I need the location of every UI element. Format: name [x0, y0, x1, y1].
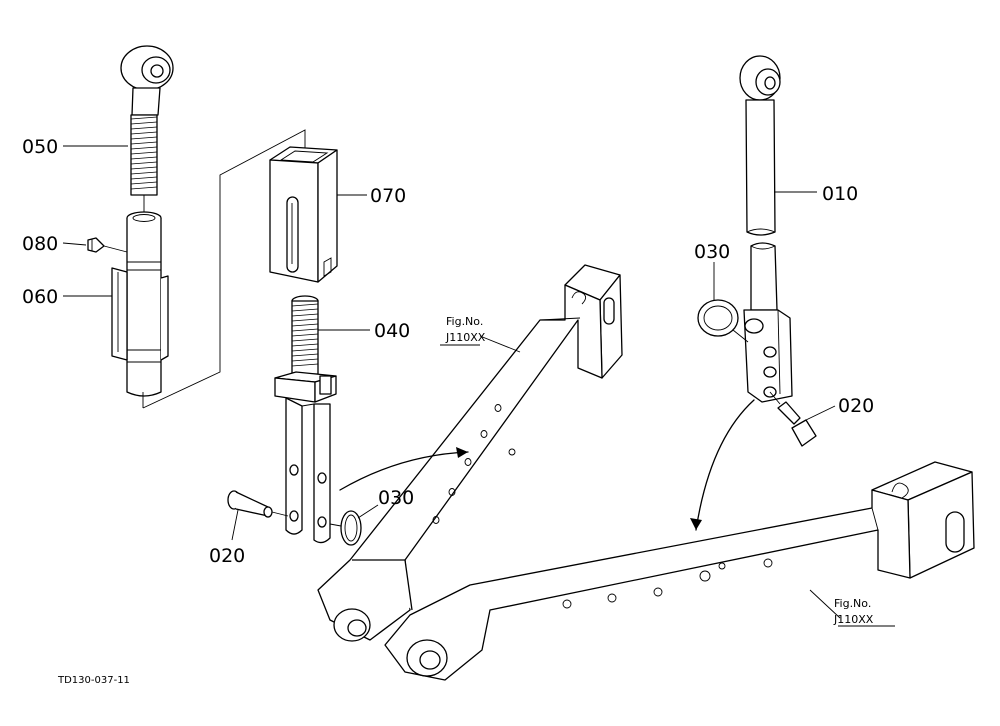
- callout-020-right: 020: [838, 395, 874, 417]
- callout-040: 040: [374, 320, 410, 342]
- snap-ring-030-left: [329, 510, 362, 546]
- figure-ref-upper-line2: J110XX: [445, 331, 486, 344]
- callout-labels: 050 080 060 070 040 030 020 010 030 020: [22, 136, 874, 567]
- figure-ref-upper: Fig.No. J110XX: [445, 315, 486, 344]
- lower-link-upper: [317, 264, 623, 642]
- callout-080: 080: [22, 233, 58, 255]
- callout-030-right: 030: [694, 241, 730, 263]
- threaded-rod-050: [130, 114, 158, 196]
- lower-link-lower: [384, 461, 975, 681]
- figure-ref-upper-line1: Fig.No.: [446, 315, 483, 328]
- pin-020-right: [769, 391, 817, 447]
- lift-rod-middle-assembly: [227, 146, 362, 546]
- callout-050: 050: [22, 136, 58, 158]
- leader-lines: [62, 145, 895, 627]
- callout-060: 060: [22, 286, 58, 308]
- threaded-rod-040: [291, 295, 319, 375]
- figure-ref-lower-line2: J110XX: [833, 613, 874, 626]
- callout-010: 010: [822, 183, 858, 205]
- assembly-arrows: [339, 399, 755, 531]
- figure-ref-lower: Fig.No. J110XX: [833, 597, 874, 626]
- clevis-pin-020: [227, 490, 289, 518]
- square-sleeve-070: [269, 146, 338, 283]
- grease-nipple-080: [87, 237, 128, 253]
- snap-ring-030-right: [697, 299, 749, 343]
- callout-070: 070: [370, 185, 406, 207]
- drawing-code: TD130-037-11: [57, 675, 130, 686]
- clevis: [274, 371, 337, 544]
- tube-060: [111, 211, 169, 397]
- lift-rod-right-assembly: [697, 55, 817, 447]
- figure-ref-lower-line1: Fig.No.: [834, 597, 871, 610]
- callout-020-left: 020: [209, 545, 245, 567]
- lift-rod-010: [745, 99, 778, 311]
- lift-rod-left-assembly: [87, 45, 306, 409]
- callout-030-left: 030: [378, 487, 414, 509]
